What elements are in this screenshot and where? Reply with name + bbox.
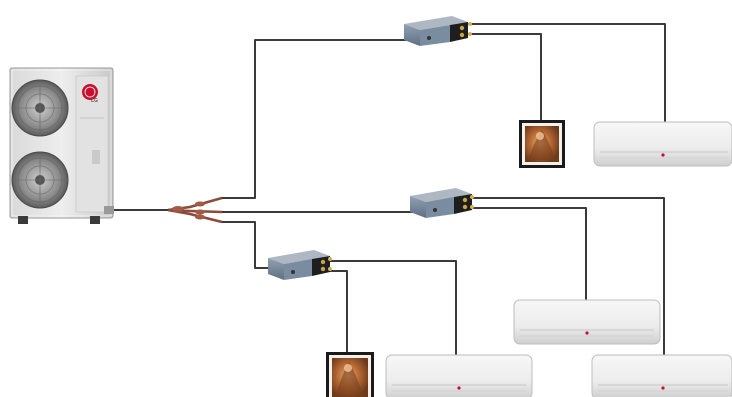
pipe-middle-to-right-wall-unit	[467, 197, 665, 357]
pipe-middle-to-center-wall-unit	[467, 207, 587, 302]
branch-box-top	[404, 16, 472, 46]
pipe-top-to-picture-frame	[467, 33, 542, 121]
brand-logo: LG	[82, 84, 98, 104]
wall-unit-bottom-right	[591, 354, 732, 397]
pipe-to-branch-box-bottom	[221, 221, 273, 269]
fan-grille-icon	[11, 151, 69, 209]
wall-unit-bottom-left	[385, 354, 533, 397]
svg-text:LG: LG	[91, 98, 98, 104]
picture-frame-unit-bottom	[326, 352, 374, 397]
pipe-to-branch-box-top	[221, 39, 415, 199]
picture-frame-unit-top	[519, 120, 565, 168]
pipe-bottom-to-picture-frame	[325, 270, 348, 357]
branch-box-middle	[410, 188, 474, 218]
piping-lines	[112, 23, 666, 357]
outdoor-unit: LG	[9, 67, 114, 224]
branch-box-bottom	[268, 250, 332, 280]
fan-grille-icon	[11, 79, 69, 137]
pipe-top-to-wall-unit	[467, 23, 666, 125]
wall-unit-middle	[513, 299, 661, 345]
pipe-bottom-to-wall-unit	[325, 260, 457, 357]
y-branch-distributor	[167, 196, 223, 224]
wall-unit-top-right	[593, 121, 732, 167]
